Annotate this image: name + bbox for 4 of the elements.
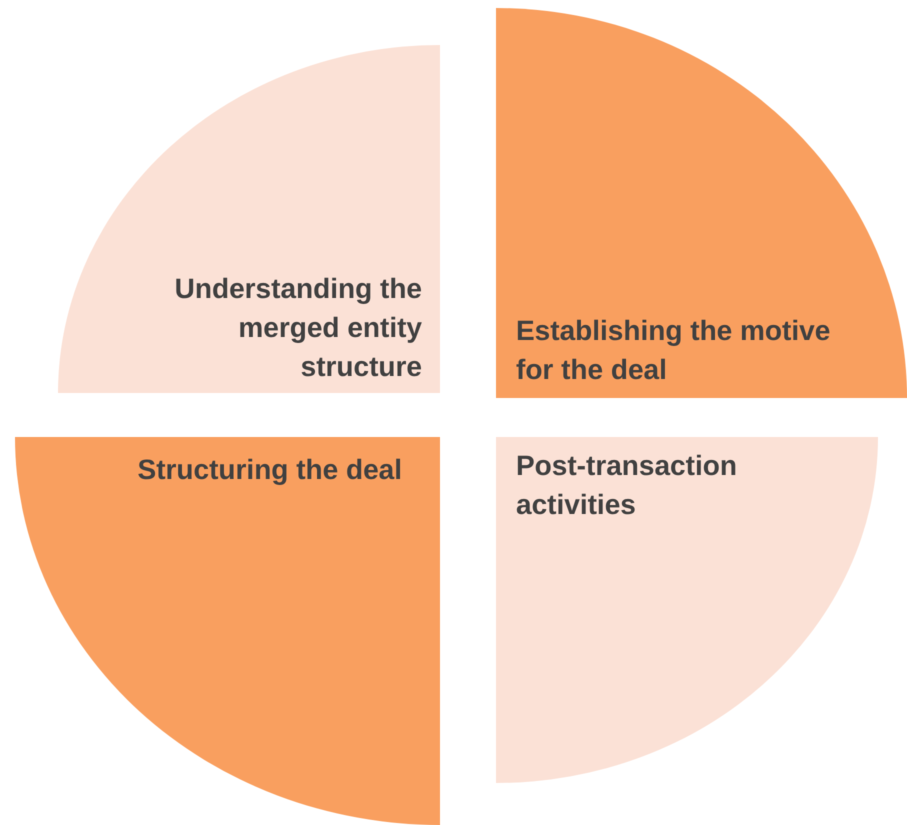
segment-label: Structuring the deal: [136, 453, 402, 487]
segment-label: Establishing the motive for the deal: [516, 314, 832, 387]
segment-label: Understanding the merged entity structure: [174, 272, 422, 384]
segment-label: Post-transaction activities: [516, 449, 738, 522]
